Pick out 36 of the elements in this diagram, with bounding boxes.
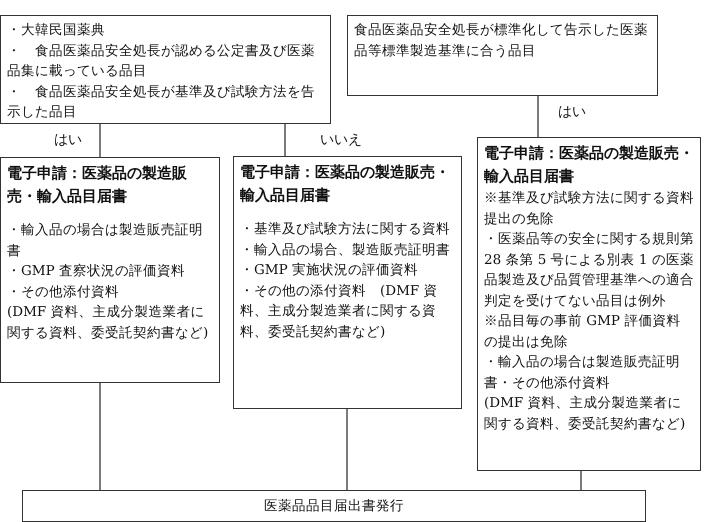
item-text: (DMF 資料、主成分製造業者に関する資料、委受託契約書など): [7, 303, 210, 342]
form-box: [477, 137, 701, 471]
edge-label: はい: [556, 103, 588, 121]
form-heading: 電子申請：医薬品の製造販売・輸入品目届書: [240, 162, 451, 206]
form-heading: 電子申請：医薬品の製造販売・輸入品目届書: [7, 163, 188, 207]
item-text: ・その他の添付資料 (DMF 資料、主成分製造業者に関する資料、委受託契約書など): [240, 282, 439, 342]
form-box: [233, 156, 462, 409]
item-text: ・輸入品の場合、製造販売証明書: [240, 240, 451, 260]
result-box: [22, 490, 646, 522]
item-text: ・GMP 実施状況の評価資料: [240, 261, 419, 280]
item-text: ※品目毎の事前 GMP 評価資料の提出は免除: [484, 312, 682, 352]
item-text: ・医薬品等の安全に関する規則第 28 条第 5 号による別表 1 の医薬品製造及び品質管理基準への適合判定を受けてない品目は例外: [484, 230, 694, 310]
item-text: ※基準及び試験方法に関する資料提出の免除: [484, 189, 694, 228]
connector-line: [580, 471, 582, 490]
connector-line: [284, 124, 286, 156]
result-text: 医薬品品目届出書発行: [264, 496, 404, 516]
item-text: (DMF 資料、主成分製造業者に関する資料、委受託契約書など): [484, 394, 686, 434]
item-text: ・輸入品の場合は製造販売証明書・その他添付資料: [484, 353, 681, 392]
condition-text: ・ 食品医薬品安全処長が認める公定書及び医薬品集に載っている品目: [7, 42, 316, 81]
condition-box: [0, 15, 331, 124]
condition-text: ・大韓民国薬典: [7, 21, 106, 40]
connector-line: [99, 383, 101, 490]
form-heading: 電子申請：医薬品の製造販売・輸入品目届書: [484, 143, 694, 187]
connector-line: [346, 409, 348, 490]
condition-text: ・ 食品医薬品安全処長が基準及び試験方法を告示した品目: [7, 82, 316, 122]
condition-box: [347, 15, 658, 96]
item-text: ・輸入品の場合は製造販売証明書: [7, 221, 204, 260]
edge-label: いいえ: [318, 131, 364, 149]
form-box: [0, 157, 220, 383]
condition-text: 食品医薬品安全処長が標準化して告示した医薬品等標準製造基準に合う品目: [354, 21, 649, 60]
edge-label: はい: [52, 131, 84, 149]
item-text: ・その他添付資料: [7, 282, 120, 302]
item-text: ・基準及び試験方法に関する資料: [240, 220, 451, 239]
connector-line: [99, 124, 101, 157]
item-text: ・GMP 査察状況の評価資料: [7, 262, 186, 281]
connector-line: [537, 96, 539, 137]
